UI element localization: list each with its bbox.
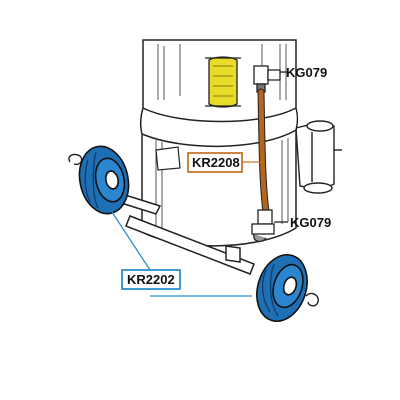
wheel-callout-box [121,269,181,290]
tank-label-plate [155,146,181,171]
side-bracket [295,120,342,194]
hose-label: KR2208 [192,155,240,170]
right-wheel [256,254,308,322]
wheel-leader-upper [111,211,151,271]
wheels-label: KR2202 [127,272,175,287]
bottom-fitting [251,209,275,243]
top-fitting-label: KG079 [286,65,327,80]
hose-callout-box [187,152,243,173]
bottom-fitting-label: KG079 [290,215,331,230]
top-fitting [253,65,281,93]
left-wheel [78,145,130,215]
sight-glass [205,56,241,108]
drain-hose [257,88,270,216]
cart-frame [106,188,255,275]
leader-lines [111,71,288,297]
left-clip [68,153,83,166]
right-clip [305,292,319,307]
